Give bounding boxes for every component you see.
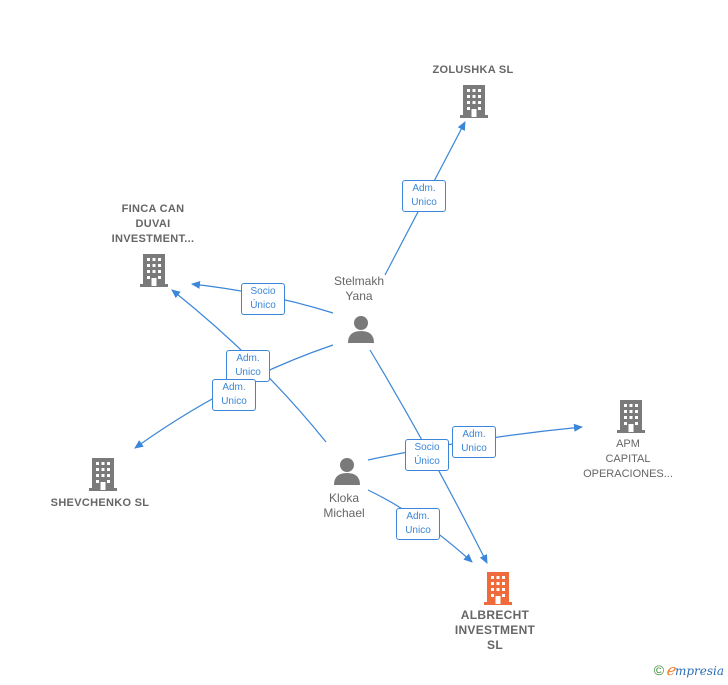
edge-label-kloka-albrecht-adm[interactable]: Adm. Unico: [396, 508, 440, 540]
building-icon-highlight[interactable]: [483, 570, 513, 606]
person-label-stelmakh[interactable]: Stelmakh Yana: [333, 274, 385, 303]
edge-label-stelmakh-shevchenko[interactable]: Adm. Unico: [212, 379, 256, 411]
company-label-finca[interactable]: FINCA CAN DUVAI INVESTMENT...: [111, 203, 195, 245]
building-icon[interactable]: [139, 252, 169, 288]
copyright-icon: ©: [653, 662, 665, 678]
building-icon[interactable]: [459, 83, 489, 119]
person-label-kloka[interactable]: Kloka Michael: [323, 491, 365, 520]
company-label-apm[interactable]: APM CAPITAL OPERACIONES...: [583, 438, 673, 480]
company-label-shevchenko[interactable]: SHEVCHENKO SL: [50, 497, 150, 509]
edge-label-stelmakh-finca[interactable]: Socio Único: [241, 283, 285, 315]
company-label-zolushka[interactable]: ZOLUSHKA SL: [432, 64, 514, 76]
edge-label-kloka-finca[interactable]: Adm. Unico: [226, 350, 270, 382]
person-icon[interactable]: [332, 456, 362, 486]
person-icon[interactable]: [346, 314, 376, 344]
brand-e: ℯ: [666, 661, 675, 679]
building-icon[interactable]: [616, 398, 646, 434]
edge-label-kloka-albrecht-socio[interactable]: Socio Único: [405, 439, 449, 471]
building-icon[interactable]: [88, 456, 118, 492]
brand-name: mpresia: [674, 664, 724, 678]
edge-label-kloka-apm[interactable]: Adm. Unico: [452, 426, 496, 458]
brand-logo: ©ℯmpresia: [654, 661, 724, 679]
company-label-albrecht[interactable]: ALBRECHT INVESTMENT SL: [454, 608, 536, 652]
edge-label-stelmakh-zolushka[interactable]: Adm. Unico: [402, 180, 446, 212]
